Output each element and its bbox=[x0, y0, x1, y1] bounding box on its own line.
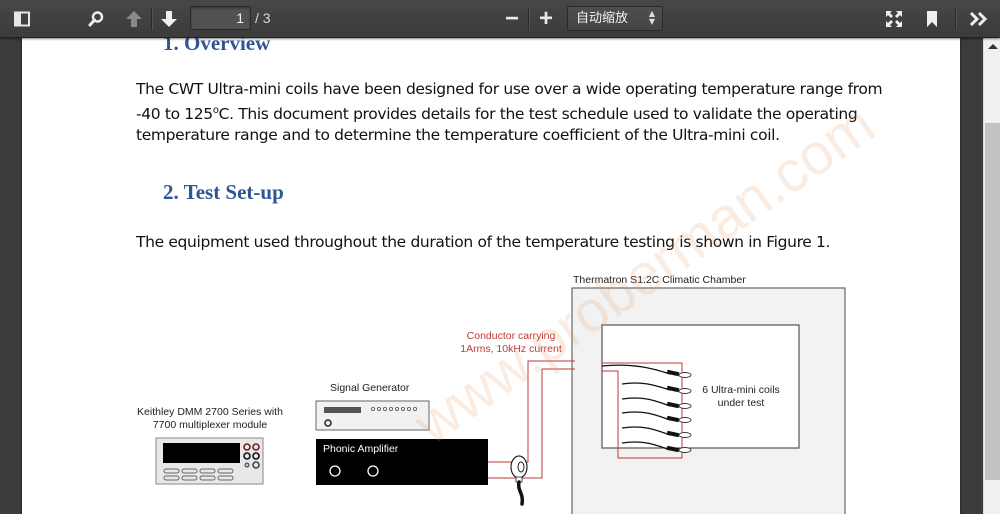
fullscreen-icon bbox=[886, 11, 902, 27]
double-chevron-right-icon bbox=[970, 11, 988, 27]
presentation-mode-button[interactable] bbox=[880, 5, 908, 33]
scrollbar-thumb[interactable] bbox=[985, 123, 1000, 480]
page-number-input[interactable]: 1 bbox=[190, 6, 251, 30]
coils-label-line1: 6 Ultra-mini coils bbox=[702, 384, 780, 396]
bookmark-button[interactable] bbox=[918, 5, 946, 33]
next-page-button[interactable] bbox=[155, 5, 183, 33]
arrow-down-icon bbox=[161, 11, 177, 27]
section-heading-overview: 1. Overview bbox=[163, 38, 271, 55]
minus-icon: − bbox=[504, 5, 519, 32]
plus-icon: + bbox=[538, 5, 553, 32]
vertical-scrollbar[interactable] bbox=[983, 38, 1000, 514]
zoom-out-button[interactable]: − bbox=[498, 5, 526, 33]
pdf-toolbar: 1 / 3 − + 自动缩放 ▲▼ bbox=[0, 0, 1000, 38]
zoom-select[interactable]: 自动缩放 ▲▼ bbox=[567, 6, 663, 31]
bookmark-icon bbox=[927, 11, 937, 27]
amplifier-label: Phonic Amplifier bbox=[323, 443, 399, 455]
overview-paragraph: The CWT Ultra-mini coils have been desig… bbox=[136, 80, 883, 144]
page-count: / 3 bbox=[255, 10, 271, 26]
arrow-up-icon bbox=[126, 11, 142, 27]
search-icon bbox=[88, 11, 104, 27]
zoom-select-value: 自动缩放 bbox=[576, 11, 629, 26]
dmm-label-line1: Keithley DMM 2700 Series with bbox=[137, 406, 283, 418]
search-button[interactable] bbox=[82, 5, 110, 33]
tools-button[interactable] bbox=[965, 5, 993, 33]
test-setup-paragraph: The equipment used throughout the durati… bbox=[136, 233, 831, 251]
document-viewer[interactable]: 1. Overview The CWT Ultra-mini coils hav… bbox=[0, 38, 983, 514]
pdf-page: 1. Overview The CWT Ultra-mini coils hav… bbox=[22, 38, 960, 514]
conductor-label-line2: 1Arms, 10kHz current bbox=[460, 343, 562, 355]
sidebar-toggle-icon bbox=[14, 11, 30, 27]
conductor-label-line1: Conductor carrying bbox=[466, 330, 556, 342]
zoom-in-button[interactable]: + bbox=[532, 5, 560, 33]
coils-label-line2: under test bbox=[717, 397, 765, 409]
scroll-up-arrow-icon[interactable] bbox=[984, 38, 1000, 55]
dmm-label-line2: 7700 multiplexer module bbox=[152, 419, 268, 431]
section-heading-test-setup: 2. Test Set-up bbox=[163, 180, 284, 204]
signal-generator-label: Signal Generator bbox=[330, 382, 410, 394]
sidebar-toggle-button[interactable] bbox=[8, 5, 36, 33]
previous-page-button[interactable] bbox=[120, 5, 148, 33]
select-arrows-icon: ▲▼ bbox=[648, 9, 655, 26]
chamber-label: Thermatron S1.2C Climatic Chamber bbox=[573, 274, 746, 286]
